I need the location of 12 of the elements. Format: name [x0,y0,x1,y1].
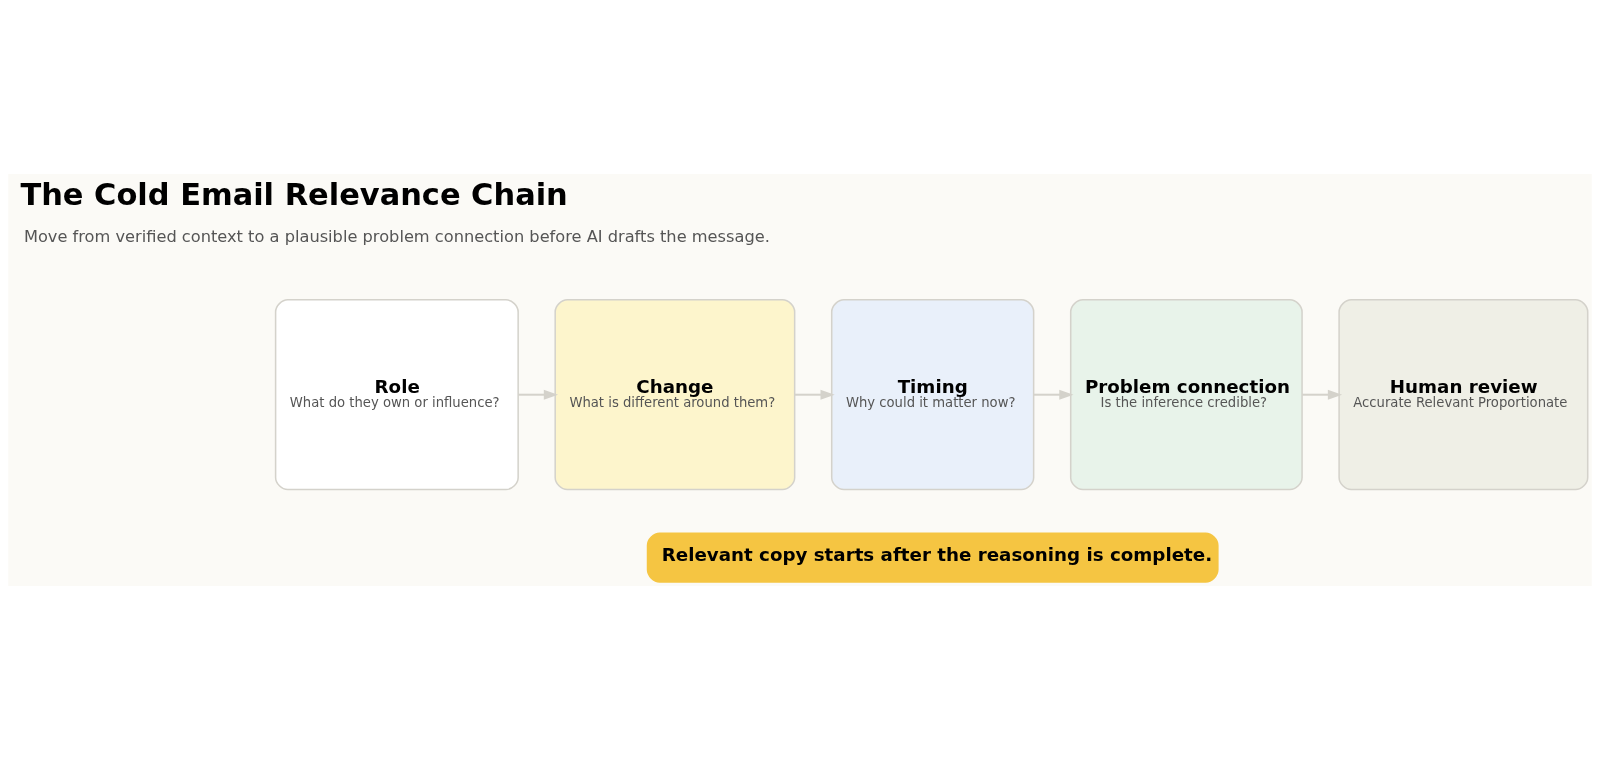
arrow [794,389,835,400]
node-box: Timing Why could it matter now? [830,299,1035,491]
node-box: Human review Accurate Relevant Proportionate [1338,299,1589,491]
node-box: Role What do they own or influence? [274,299,519,491]
diagram-title: The Cold Email Relevance Chain [20,177,568,213]
arrow [1302,389,1343,400]
node-box: Change What is different around them? [554,299,796,491]
node-box: Problem connection Is the inference credible? [1069,299,1303,491]
node-box: Relevant copy starts after the reasoning is complete. [646,532,1219,583]
arrow [1033,389,1074,400]
label: Move from verified context to a plausible problem connection before AI drafts the message. [23,226,770,246]
arrow [518,389,559,400]
